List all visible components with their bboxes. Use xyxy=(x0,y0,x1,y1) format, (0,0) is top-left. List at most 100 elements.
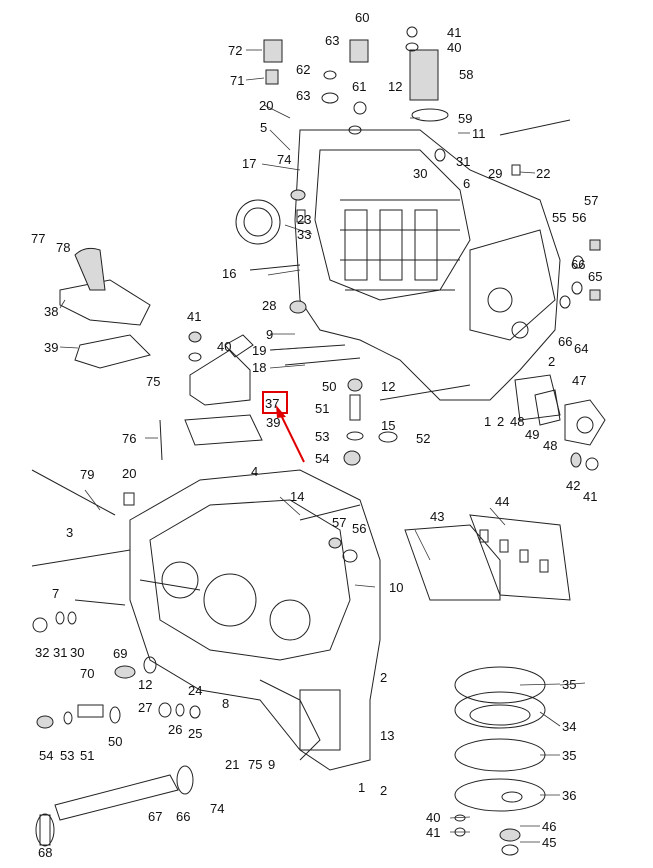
lower-crankcase xyxy=(129,469,381,771)
callout-label: 36 xyxy=(562,788,576,803)
callout-labels: 60 41 40 72 63 58 71 62 12 61 63 20 59 5… xyxy=(31,10,602,860)
callout-label: 4 xyxy=(251,464,258,479)
callout-label: 42 xyxy=(566,478,580,493)
small-parts-left xyxy=(32,26,601,837)
callout-label: 38 xyxy=(44,304,58,319)
upper-crankcase xyxy=(294,129,561,401)
callout-label: 70 xyxy=(80,666,94,681)
callout-label: 75 xyxy=(248,757,262,772)
callout-label: 63 xyxy=(296,88,310,103)
callout-label: 10 xyxy=(389,580,403,595)
callout-label: 17 xyxy=(242,156,256,171)
callout-label: 78 xyxy=(56,240,70,255)
callout-label: 76 xyxy=(122,431,136,446)
callout-label: 79 xyxy=(80,467,94,482)
callout-label: 62 xyxy=(296,62,310,77)
callout-label: 7 xyxy=(52,586,59,601)
callout-label: 51 xyxy=(80,748,94,763)
callout-label: 66 xyxy=(571,257,585,272)
callout-label: 71 xyxy=(230,73,244,88)
callout-label: 16 xyxy=(222,266,236,281)
highlight-label: 37 xyxy=(265,396,279,411)
leader-lines xyxy=(59,49,586,843)
highlight-arrow xyxy=(279,412,305,463)
callout-label: 50 xyxy=(322,379,336,394)
callout-label: 56 xyxy=(572,210,586,225)
callout-label: 26 xyxy=(168,722,182,737)
callout-label: 12 xyxy=(138,677,152,692)
callout-label: 34 xyxy=(562,719,576,734)
right-side-parts xyxy=(514,374,606,446)
callout-label: 3 xyxy=(66,525,73,540)
callout-label: 61 xyxy=(352,79,366,94)
callout-label: 35 xyxy=(562,677,576,692)
callout-label: 63 xyxy=(325,33,339,48)
callout-label: 44 xyxy=(495,494,509,509)
callout-label: 48 xyxy=(510,414,524,429)
callout-label: 66 xyxy=(176,809,190,824)
callout-label: 41 xyxy=(583,489,597,504)
callout-label: 2 xyxy=(380,783,387,798)
callout-label: 68 xyxy=(38,845,52,860)
callout-label: 41 xyxy=(447,25,461,40)
callout-label: 13 xyxy=(380,728,394,743)
callout-label: 41 xyxy=(187,309,201,324)
callout-label: 57 xyxy=(584,193,598,208)
callout-label: 45 xyxy=(542,835,556,850)
callout-label: 67 xyxy=(148,809,162,824)
callout-label: 50 xyxy=(108,734,122,749)
callout-label: 27 xyxy=(138,700,152,715)
callout-label: 12 xyxy=(381,379,395,394)
callout-label: 14 xyxy=(290,489,304,504)
callout-label: 6 xyxy=(463,176,470,191)
callout-label: 1 xyxy=(484,414,491,429)
callout-label: 8 xyxy=(222,696,229,711)
callout-label: 25 xyxy=(188,726,202,741)
callout-label: 20 xyxy=(259,98,273,113)
callout-label: 54 xyxy=(315,451,329,466)
callout-label: 21 xyxy=(225,757,239,772)
callout-label: 65 xyxy=(588,269,602,284)
callout-label: 48 xyxy=(543,438,557,453)
callout-label: 54 xyxy=(39,748,53,763)
callout-label: 1 xyxy=(358,780,365,795)
callout-label: 35 xyxy=(562,748,576,763)
callout-label: 40 xyxy=(217,339,231,354)
callout-label: 69 xyxy=(113,646,127,661)
studs-rods xyxy=(31,119,571,847)
left-upper-parts xyxy=(59,39,449,446)
callout-label: 30 xyxy=(70,645,84,660)
callout-label: 12 xyxy=(388,79,402,94)
callout-label: 33 xyxy=(297,227,311,242)
callout-label: 40 xyxy=(426,810,440,825)
callout-label: 51 xyxy=(315,401,329,416)
callout-label: 23 xyxy=(297,212,311,227)
bottom-right-covers xyxy=(454,666,546,856)
highlight-box xyxy=(262,391,288,414)
callout-label: 60 xyxy=(355,10,369,25)
callout-label: 11 xyxy=(472,126,486,141)
callout-label: 40 xyxy=(447,40,461,55)
callout-label: 52 xyxy=(416,431,430,446)
callout-label: 59 xyxy=(458,111,472,126)
callout-label: 55 xyxy=(552,210,566,225)
callout-label: 5 xyxy=(260,120,267,135)
callout-label: 72 xyxy=(228,43,242,58)
highlight-arrowhead xyxy=(276,405,286,418)
callout-label: 41 xyxy=(426,825,440,840)
callout-label: 22 xyxy=(536,166,550,181)
callout-label: 39 xyxy=(266,415,280,430)
callout-label: 2 xyxy=(497,414,504,429)
callout-label: 9 xyxy=(266,327,273,342)
callout-label: 49 xyxy=(525,427,539,442)
callout-label: 18 xyxy=(252,360,266,375)
callout-label: 56 xyxy=(352,521,366,536)
callout-label: 24 xyxy=(188,683,202,698)
callout-label: 47 xyxy=(572,373,586,388)
gasket-sheets xyxy=(404,514,571,601)
callout-label: 31 xyxy=(456,154,470,169)
callout-label: 30 xyxy=(413,166,427,181)
callout-label: 74 xyxy=(277,152,291,167)
callout-label: 46 xyxy=(542,819,556,834)
